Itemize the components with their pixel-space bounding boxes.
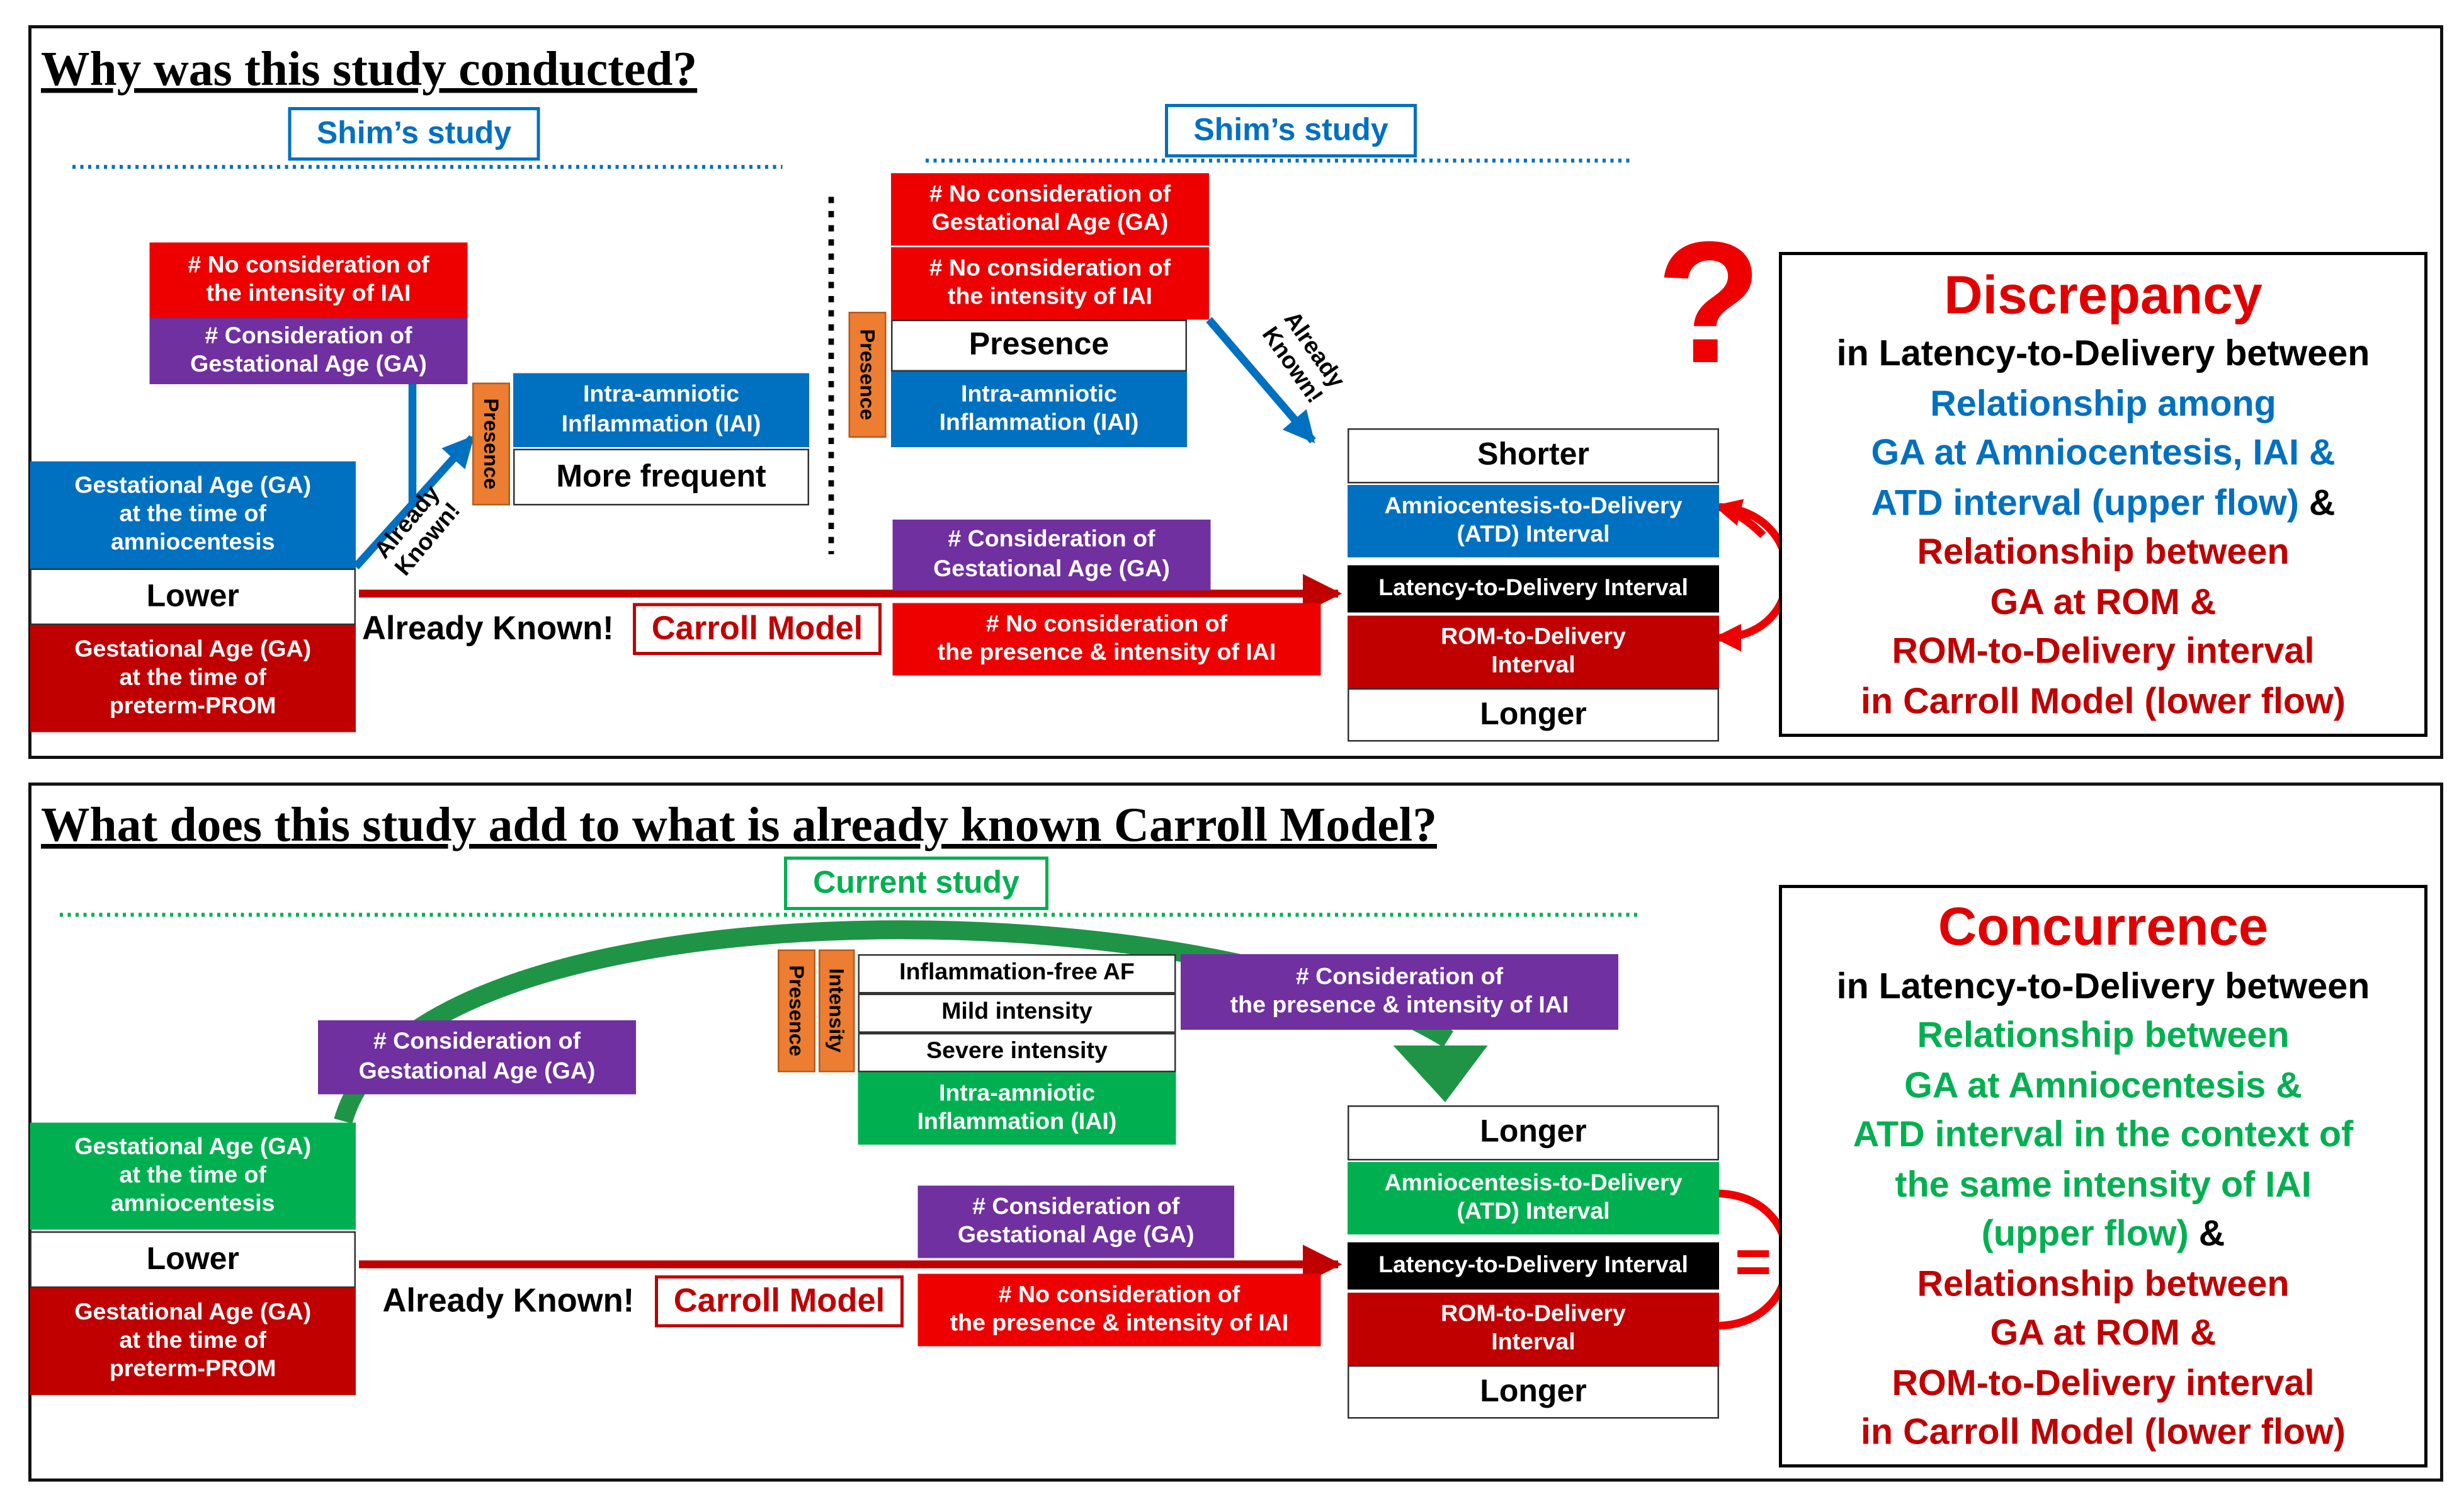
top-left-study-label: Shim’s study xyxy=(288,107,540,161)
bottom-consider-ga-box-2: # Consideration of Gestational Age (GA) xyxy=(917,1185,1234,1258)
bottom-inflammation-free-box: Inflammation-free AF xyxy=(858,954,1176,994)
top-left-more-frequent-box: More frequent xyxy=(513,448,809,506)
discrepancy-summary-box: Discrepancy in Latency-to-Delivery betwe… xyxy=(1779,252,2427,737)
bottom-consider-presence-intensity-box: # Consideration of the presence & intens… xyxy=(1181,954,1618,1030)
concurrence-green-line-1: Relationship between xyxy=(1917,1014,2290,1056)
concurrence-red-line-4: in Carroll Model (lower flow) xyxy=(1861,1411,2346,1452)
top-middle-iai-box: Intra-amniotic Inflammation (IAI) xyxy=(891,372,1187,447)
top-middle-study-label: Shim’s study xyxy=(1165,104,1417,157)
bottom-already-known-text: Already Known! xyxy=(382,1283,635,1320)
bottom-mild-intensity-box: Mild intensity xyxy=(858,993,1176,1033)
bottom-no-presence-intensity-box: # No consideration of the presence & int… xyxy=(917,1273,1321,1347)
concurrence-green-line-4: the same intensity of IAI xyxy=(1895,1163,2312,1204)
bottom-study-label: Current study xyxy=(784,857,1048,910)
top-left-consider-ga-box: # Consideration of Gestational Age (GA) xyxy=(149,318,468,384)
top-ga-prom-box: Gestational Age (GA) at the time of pret… xyxy=(30,625,356,732)
concurrence-red-line-2: GA at ROM & xyxy=(1990,1312,2217,1353)
top-lower-box: Lower xyxy=(30,568,356,625)
top-middle-presence-box: Presence xyxy=(891,319,1187,372)
top-already-known-text: Already Known! xyxy=(362,611,614,647)
bottom-lower-box: Lower xyxy=(30,1231,356,1288)
discrepancy-heading: Discrepancy xyxy=(1944,265,2262,326)
concurrence-red-line-3: ROM-to-Delivery interval xyxy=(1892,1361,2315,1403)
bottom-intensity-tab: Intensity xyxy=(819,949,855,1073)
discrepancy-red-line-1: Relationship between xyxy=(1917,531,2290,573)
top-middle-blue-arrow xyxy=(1206,317,1316,444)
concurrence-amp: & xyxy=(2188,1212,2225,1254)
top-middle-no-ga-box: # No consideration of Gestational Age (G… xyxy=(891,173,1209,246)
bottom-atd-interval-box: Amniocentesis-to-Delivery (ATD) Interval xyxy=(1348,1162,1719,1234)
top-left-presence-tab: Presence xyxy=(472,382,510,506)
bottom-green-arrowhead xyxy=(1393,1045,1488,1102)
top-ga-amnio-box: Gestational Age (GA) at the time of amni… xyxy=(30,461,356,569)
concurrence-heading: Concurrence xyxy=(1938,897,2269,958)
concurrence-red-line-1: Relationship between xyxy=(1917,1262,2290,1304)
equals-sign: = xyxy=(1735,1228,1772,1297)
bottom-panel-title: What does this study add to what is alre… xyxy=(41,797,1437,852)
bottom-longer-bottom-box: Longer xyxy=(1348,1365,1719,1419)
concurrence-green-line-2: GA at Amniocentesis & xyxy=(1904,1064,2302,1105)
concurrence-green-line-3: ATD interval in the context of xyxy=(1853,1114,2354,1155)
top-panel xyxy=(28,25,2443,759)
bottom-latency-interval-box: Latency-to-Delivery Interval xyxy=(1348,1242,1719,1290)
top-latency-interval-box: Latency-to-Delivery Interval xyxy=(1348,565,1719,613)
top-atd-interval-box: Amniocentesis-to-Delivery (ATD) Interval xyxy=(1348,485,1719,557)
top-middle-no-intensity-box: # No consideration of the intensity of I… xyxy=(891,247,1209,320)
bottom-severe-intensity-box: Severe intensity xyxy=(858,1033,1176,1073)
top-left-iai-box: Intra-amniotic Inflammation (IAI) xyxy=(513,373,809,447)
bottom-ga-prom-box: Gestational Age (GA) at the time of pret… xyxy=(30,1288,356,1395)
concurrence-summary-box: Concurrence in Latency-to-Delivery betwe… xyxy=(1779,885,2427,1467)
discrepancy-red-line-4: in Carroll Model (lower flow) xyxy=(1861,680,2346,721)
discrepancy-amp: & xyxy=(2298,481,2336,523)
concurrence-green-line-5: (upper flow) xyxy=(1981,1212,2189,1254)
discrepancy-line1: in Latency-to-Delivery between xyxy=(1836,333,2370,374)
top-shorter-box: Shorter xyxy=(1348,428,1719,484)
bottom-rom-interval-box: ROM-to-Delivery Interval xyxy=(1348,1292,1719,1365)
discrepancy-red-line-2: GA at ROM & xyxy=(1990,580,2217,622)
top-rom-interval-box: ROM-to-Delivery Interval xyxy=(1348,615,1719,688)
bottom-longer-top-box: Longer xyxy=(1348,1105,1719,1161)
top-middle-no-presence-intensity-box: # No consideration of the presence & int… xyxy=(892,603,1321,676)
concurrence-line1: in Latency-to-Delivery between xyxy=(1836,964,2370,1006)
bottom-consider-ga-box: # Consideration of Gestational Age (GA) xyxy=(318,1020,636,1095)
discrepancy-blue-line-3: ATD interval (upper flow) xyxy=(1871,481,2299,523)
top-left-no-intensity-box: # No consideration of the intensity of I… xyxy=(149,242,468,318)
bottom-presence-tab: Presence xyxy=(778,949,815,1073)
bottom-iai-box: Intra-amniotic Inflammation (IAI) xyxy=(858,1072,1176,1145)
top-middle-consider-ga-box: # Consideration of Gestational Age (GA) xyxy=(892,520,1211,591)
top-middle-presence-tab: Presence xyxy=(848,312,887,438)
discrepancy-blue-line-1: Relationship among xyxy=(1930,382,2276,423)
bottom-carroll-model-label: Carroll Model xyxy=(655,1275,904,1328)
discrepancy-blue-line-2: GA at Amniocentesis, IAI & xyxy=(1871,431,2336,473)
discrepancy-red-line-3: ROM-to-Delivery interval xyxy=(1892,630,2315,671)
top-longer-box: Longer xyxy=(1348,688,1719,742)
top-carroll-model-label: Carroll Model xyxy=(633,603,882,655)
top-panel-title: Why was this study conducted? xyxy=(41,41,698,96)
question-mark: ? xyxy=(1656,206,1763,400)
bottom-ga-amnio-box: Gestational Age (GA) at the time of amni… xyxy=(30,1122,356,1230)
top-discrepancy-curve-back xyxy=(1713,499,1766,538)
